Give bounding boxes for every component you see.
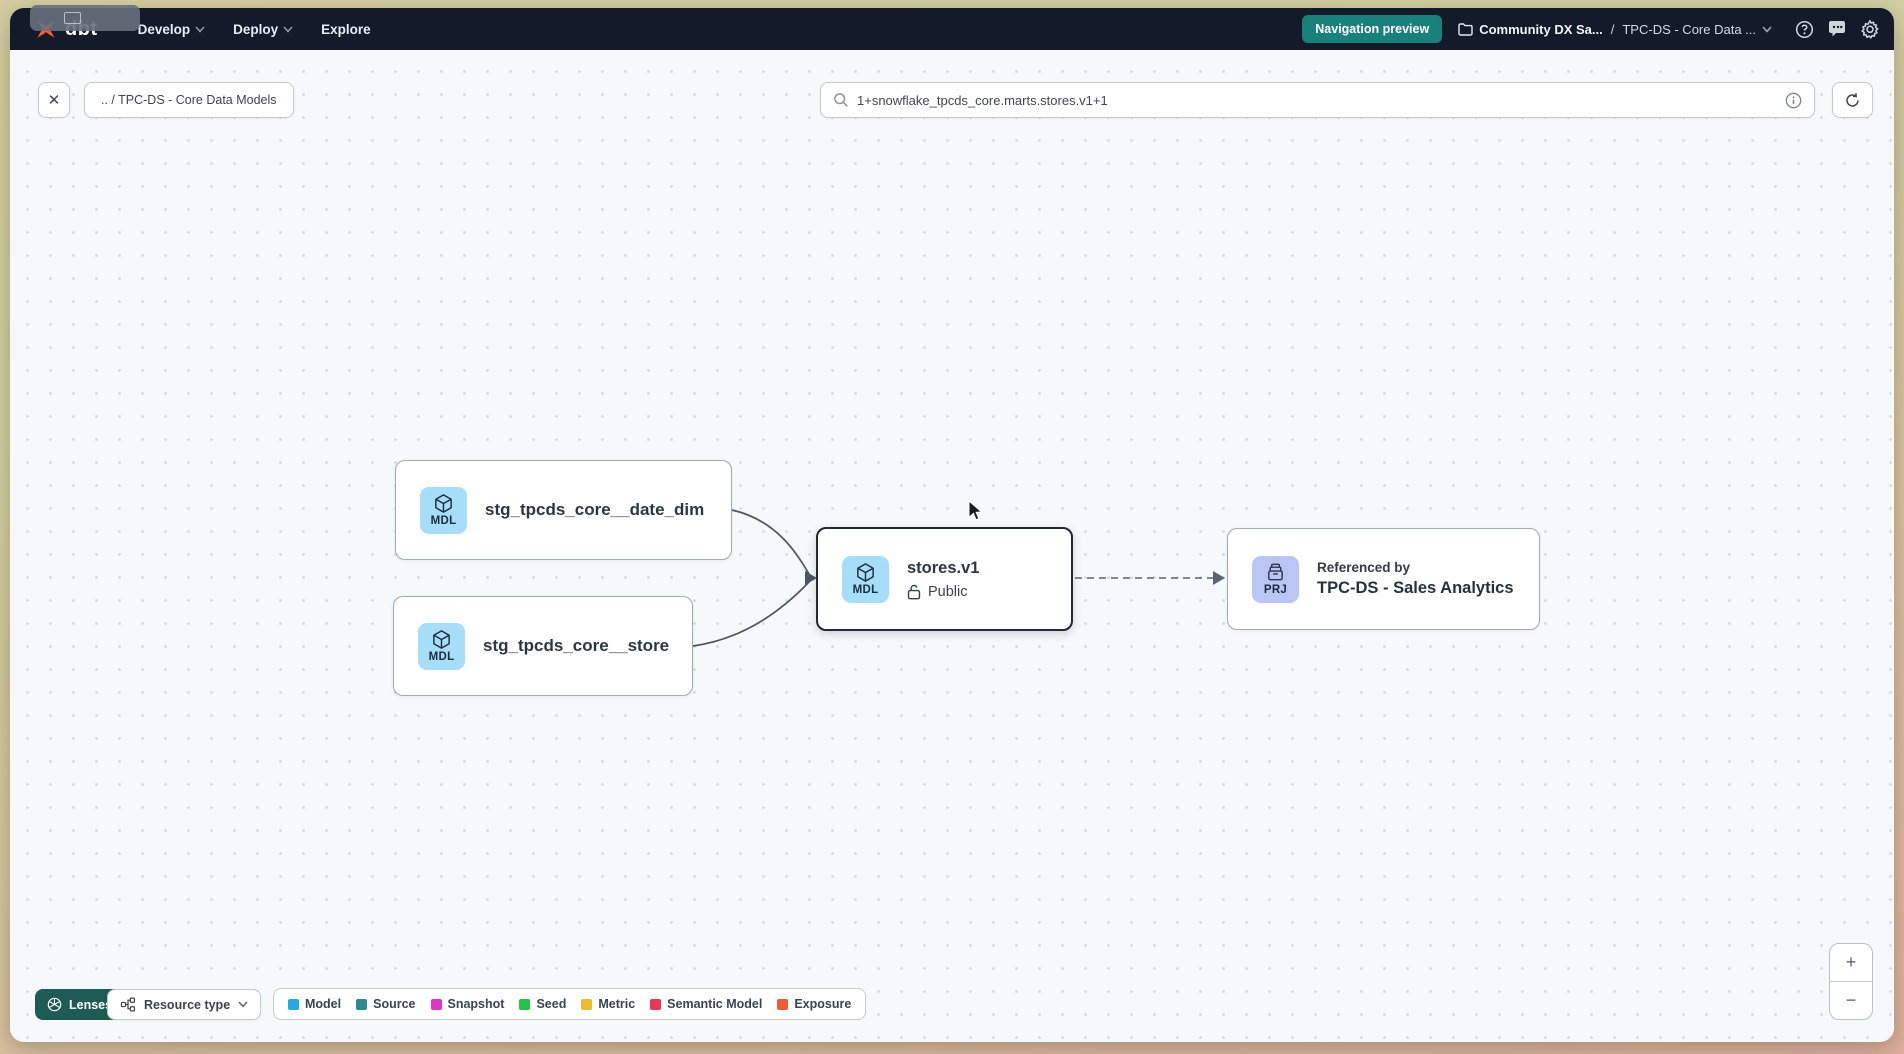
unlock-icon (907, 584, 921, 599)
referenced-by-title: Referenced by (1317, 560, 1411, 575)
node-label: stg_tpcds_core__store (483, 636, 670, 655)
access-label: Public (928, 583, 968, 600)
menu-deploy[interactable]: Deploy (219, 8, 307, 50)
legend-item: Model (288, 997, 341, 1011)
search-icon (834, 93, 848, 107)
model-badge: MDL (418, 622, 465, 670)
node-stg-tpcds-core-date-dim[interactable]: MDL stg_tpcds_core__date_dim (395, 460, 732, 560)
project-badge: PRJ (1252, 555, 1299, 603)
legend-item: Semantic Model (650, 997, 762, 1011)
resource-type-button[interactable]: Resource type (107, 989, 262, 1020)
model-badge: MDL (842, 555, 889, 603)
access-row: Public (907, 584, 979, 600)
help-icon[interactable] (1794, 19, 1814, 39)
legend-swatch (650, 998, 662, 1010)
breadcrumb-separator: / (1610, 21, 1615, 37)
legend-item: Metric (581, 997, 635, 1011)
chevron-down-icon (283, 25, 293, 33)
navbar-icons (1794, 19, 1880, 39)
screen-share-overlay (30, 5, 140, 31)
breadcrumb-account-label: Community DX Sa... (1479, 21, 1603, 37)
info-icon[interactable] (1785, 92, 1802, 109)
close-icon: ✕ (47, 92, 61, 109)
badge-label: MDL (430, 515, 457, 527)
legend-swatch (288, 998, 299, 1010)
node-label: stores.v1 (907, 558, 980, 577)
breadcrumb-project[interactable]: TPC-DS - Core Data ... (1622, 22, 1772, 37)
legend-swatch (356, 998, 368, 1010)
close-button[interactable]: ✕ (38, 82, 70, 118)
resource-type-label: Resource type (144, 997, 231, 1012)
lenses-label: Lenses (69, 997, 113, 1012)
legend-swatch (430, 998, 442, 1010)
breadcrumb-project-label: TPC-DS - Core Data ... (1622, 21, 1756, 37)
cube-icon (857, 563, 874, 582)
menu-explore[interactable]: Explore (307, 8, 385, 50)
screen-icon (64, 12, 81, 24)
zoom-out-button[interactable]: − (1845, 990, 1857, 1010)
top-navbar: dbt Develop Deploy Explore Navigation pr… (10, 8, 1894, 50)
lineage-breadcrumb-label: .. / TPC-DS - Core Data Models (101, 93, 277, 107)
badge-label: MDL (428, 651, 455, 663)
settings-gear-icon[interactable] (1860, 19, 1880, 39)
lineage-search-bar (820, 82, 1815, 118)
node-stg-tpcds-core-store[interactable]: MDL stg_tpcds_core__store (393, 596, 693, 696)
badge-label: MDL (852, 584, 879, 596)
zoom-in-button[interactable]: + (1830, 944, 1872, 982)
navigation-preview-badge[interactable]: Navigation preview (1302, 15, 1443, 43)
cube-icon (433, 630, 450, 649)
node-label: TPC-DS - Sales Analytics (1317, 579, 1514, 597)
app-window: dbt Develop Deploy Explore Navigation pr… (10, 8, 1894, 1042)
node-label: stg_tpcds_core__date_dim (485, 500, 705, 519)
lens-aperture-icon (47, 997, 62, 1012)
feedback-icon[interactable] (1827, 19, 1847, 39)
refresh-icon (1846, 92, 1859, 107)
legend-swatch (519, 998, 531, 1010)
chevron-down-icon (1762, 25, 1772, 33)
model-badge: MDL (420, 486, 467, 534)
node-referenced-by-sales-analytics[interactable]: PRJ Referenced by TPC-DS - Sales Analyti… (1227, 528, 1540, 630)
folder-icon (1458, 22, 1473, 36)
legend-swatch (581, 998, 593, 1010)
selector-search-input[interactable] (857, 92, 1777, 108)
menu-develop[interactable]: Develop (124, 8, 220, 50)
chevron-down-icon (238, 1001, 248, 1008)
menu-deploy-label: Deploy (233, 21, 279, 37)
badge-label: PRJ (1263, 584, 1288, 596)
menu-develop-label: Develop (137, 21, 191, 37)
node-stores-v1-selected[interactable]: MDL stores.v1 Public (816, 527, 1073, 631)
legend-item: Source (356, 997, 416, 1011)
legend-item: Snapshot (430, 997, 504, 1011)
resource-graph-icon (120, 997, 136, 1012)
breadcrumb-account[interactable]: Community DX Sa... (1458, 22, 1603, 37)
legend-swatch (777, 998, 789, 1010)
chevron-down-icon (195, 25, 205, 33)
legend-item: Exposure (777, 997, 851, 1011)
resource-type-legend: Model Source Snapshot Seed Metric Semant… (273, 988, 867, 1020)
stacked-drawers-icon (1268, 563, 1283, 581)
refresh-button[interactable] (1832, 82, 1873, 118)
lineage-breadcrumb-chip[interactable]: .. / TPC-DS - Core Data Models (84, 82, 294, 118)
legend-item: Seed (519, 997, 566, 1011)
navbar-right: Navigation preview Community DX Sa... / … (1302, 15, 1880, 43)
menu-explore-label: Explore (321, 21, 371, 37)
account-breadcrumb: Community DX Sa... / TPC-DS - Core Data … (1458, 22, 1772, 37)
cube-icon (435, 494, 452, 513)
zoom-controls: + − (1829, 943, 1873, 1020)
